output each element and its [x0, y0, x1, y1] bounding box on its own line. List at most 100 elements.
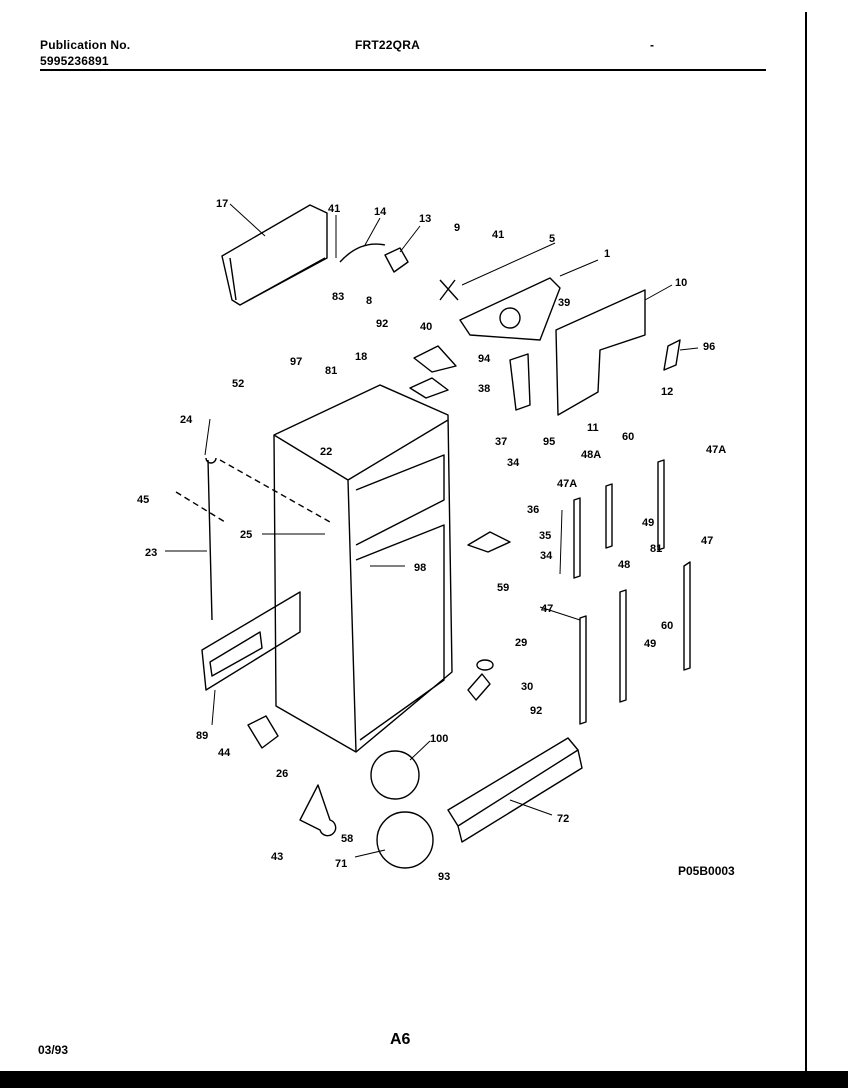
- part-label-89: 89: [196, 730, 208, 742]
- part-label-44: 44: [218, 747, 231, 759]
- toe-grille: [447, 737, 583, 843]
- part-label-25: 25: [240, 529, 252, 541]
- part-label-35: 35: [539, 530, 551, 542]
- bracket-30: [467, 673, 491, 701]
- part-label-13: 13: [419, 213, 431, 225]
- leader-line: [644, 284, 673, 301]
- scan-edge-band: [0, 1071, 848, 1088]
- cabinet-liner: [273, 384, 453, 753]
- parts-drawing: [175, 204, 691, 869]
- header-rule: [40, 69, 766, 71]
- leader-line: [559, 509, 563, 575]
- part-label-43: 43: [271, 851, 283, 863]
- detail-circle-71: [376, 811, 434, 869]
- part-label-71: 71: [335, 858, 347, 870]
- part-label-96: 96: [703, 341, 715, 353]
- part-label-41: 41: [328, 203, 340, 215]
- header-dash: -: [650, 38, 655, 52]
- part-label-81: 81: [650, 543, 662, 555]
- part-label-17: 17: [216, 198, 228, 210]
- part-label-95: 95: [543, 436, 555, 448]
- page-number: A6: [390, 1031, 411, 1048]
- drain-tube: [339, 243, 386, 263]
- air-shroud: [459, 277, 561, 341]
- strip-47-right: [683, 561, 691, 671]
- part-96: [663, 339, 681, 371]
- part-label-8: 8: [366, 295, 372, 307]
- part-label-97: 97: [290, 356, 302, 368]
- shelf-support: [467, 531, 511, 553]
- leader-line: [461, 242, 556, 286]
- leader-line: [539, 606, 581, 621]
- part-label-39: 39: [558, 297, 570, 309]
- bracket-38: [409, 377, 449, 399]
- part-label-41: 41: [492, 229, 504, 241]
- part-label-52: 52: [232, 378, 244, 390]
- part-label-34: 34: [507, 457, 520, 469]
- evaporator-panel: [555, 289, 646, 416]
- leader-line: [509, 799, 553, 816]
- evaporator-cover: [221, 204, 328, 306]
- leader-line: [679, 347, 699, 351]
- fan-blade: [439, 279, 459, 301]
- grommet-29: [476, 659, 494, 671]
- part-label-83: 83: [332, 291, 344, 303]
- part-label-98: 98: [414, 562, 426, 574]
- part-label-81: 81: [325, 365, 337, 377]
- part-label-48: 48: [618, 559, 630, 571]
- part-label-47A: 47A: [706, 444, 726, 456]
- part-label-30: 30: [521, 681, 533, 693]
- publication-number: 5995236891: [40, 54, 109, 68]
- part-label-1: 1: [604, 248, 610, 260]
- part-label-22: 22: [320, 446, 332, 458]
- part-label-34: 34: [540, 550, 553, 562]
- part-label-92: 92: [530, 705, 542, 717]
- part-label-14: 14: [374, 206, 387, 218]
- leader-line: [409, 740, 431, 761]
- publication-label: Publication No.: [40, 38, 131, 52]
- bracket-40: [413, 345, 457, 373]
- dashed-line: [219, 459, 331, 523]
- leader-lines: [165, 203, 699, 858]
- part-label-37: 37: [495, 436, 507, 448]
- bracket-94: [509, 353, 531, 411]
- leader-line: [229, 203, 266, 237]
- part-label-40: 40: [420, 321, 432, 333]
- strip-47-left: [579, 615, 587, 725]
- part-label-45: 45: [137, 494, 149, 506]
- strip-48: [619, 589, 627, 703]
- part-label-24: 24: [180, 414, 193, 426]
- part-label-38: 38: [478, 383, 490, 395]
- part-label-23: 23: [145, 547, 157, 559]
- leader-line: [364, 217, 381, 246]
- part-label-60: 60: [661, 620, 673, 632]
- part-label-93: 93: [438, 871, 450, 883]
- part-label-29: 29: [515, 637, 527, 649]
- part-label-59: 59: [497, 582, 509, 594]
- part-label-92: 92: [376, 318, 388, 330]
- part-label-47: 47: [541, 603, 553, 615]
- part-label-49: 49: [642, 517, 654, 529]
- part-label-48A: 48A: [581, 449, 601, 461]
- dashed-line: [175, 491, 226, 523]
- detail-circle-100: [370, 750, 420, 800]
- control-panel: [201, 591, 301, 691]
- part-label-47: 47: [701, 535, 713, 547]
- part-label-60: 60: [622, 431, 634, 443]
- diagram-code: P05B0003: [678, 864, 735, 878]
- strip-47A-left: [573, 497, 581, 579]
- model-number: FRT22QRA: [355, 38, 420, 52]
- part-label-72: 72: [557, 813, 569, 825]
- part-label-12: 12: [661, 386, 673, 398]
- publication-date: 03/93: [38, 1043, 69, 1057]
- part-label-36: 36: [527, 504, 539, 516]
- leader-line: [559, 259, 599, 277]
- part-label-10: 10: [675, 277, 687, 289]
- part-label-94: 94: [478, 353, 491, 365]
- part-label-26: 26: [276, 768, 288, 780]
- part-label-47A: 47A: [557, 478, 577, 490]
- leader-line: [211, 689, 216, 726]
- part-label-11: 11: [587, 422, 599, 434]
- hinge-43: [299, 784, 337, 837]
